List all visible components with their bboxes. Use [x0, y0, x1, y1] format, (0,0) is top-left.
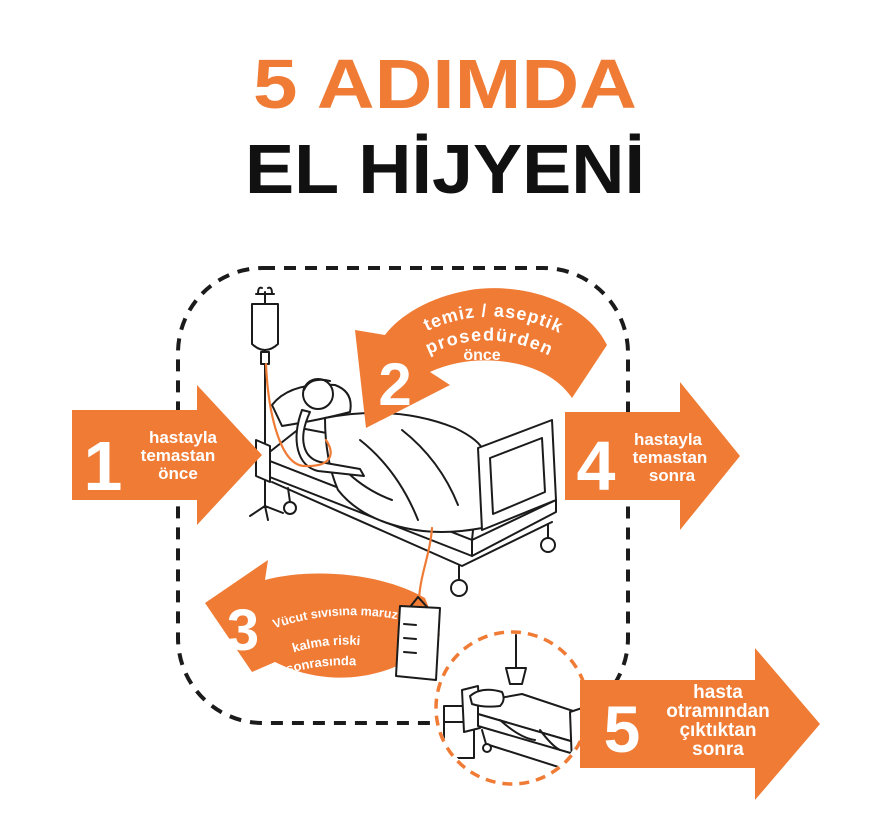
iv-pole-base [249, 505, 284, 521]
step-4-number: 4 [577, 427, 616, 505]
step-1-arrow: 1 hastayla temastan önce [72, 385, 262, 525]
step-4-arrow: 4 hastayla temastan sonra [565, 382, 740, 530]
bed-footboard [477, 419, 557, 531]
bed-headboard [255, 439, 271, 483]
step-5-number: 5 [604, 692, 641, 766]
step-5-line-1: hasta [693, 682, 743, 703]
step-5-line-3: çıktıktan [679, 720, 756, 741]
mini-bed-wheel [561, 768, 573, 780]
patient-arm [295, 409, 365, 477]
mini-bed-sheet-drape [499, 719, 561, 751]
iv-drip-chamber [260, 351, 270, 365]
step-4-arrow-shape [565, 382, 740, 530]
footboard-panel [477, 419, 557, 531]
title-line-1: 5 ADIMDA [253, 45, 637, 123]
iv-hook [255, 286, 275, 295]
step-4-line-2: temastan [633, 448, 708, 467]
bed-under-frame [271, 481, 553, 567]
iv-tube [264, 362, 332, 468]
step-5-line-4: sonra [692, 739, 744, 760]
step-3-number: 3 [227, 598, 259, 663]
patient-icon [264, 362, 485, 533]
lamp-shade [505, 667, 527, 685]
drainage-bag [395, 605, 441, 681]
step-4-line-3: sonra [649, 466, 696, 485]
title-line-2: EL HİJYENİ [245, 130, 645, 208]
urine-bag-icon [395, 526, 441, 681]
footboard-inset [489, 437, 546, 515]
iv-bag [251, 303, 279, 351]
step-2-arrow: 2 temiz / aseptik prosedürden önce [355, 288, 607, 428]
step-2-number: 2 [378, 351, 411, 418]
step-5-arrow: 5 hasta otramından çıktıktan sonra [580, 648, 820, 800]
bed-wheel [283, 501, 297, 515]
step-3-arrow-shape [205, 560, 440, 678]
step-2-arrow-shape [355, 288, 607, 428]
bed-wheel [450, 579, 468, 597]
step-1-arrow-shape [72, 385, 262, 525]
bed-wheel [540, 537, 556, 553]
step-3-arrow: 3 Vücut sıvısına maruz kalma riski sonra… [205, 560, 440, 678]
bag-markings [403, 623, 417, 654]
step-1-line-3: önce [158, 464, 198, 483]
step-4-line-1: hastayla [634, 430, 703, 449]
step-5-arrow-shape [580, 648, 820, 800]
drainage-tube [417, 526, 434, 602]
step-1-line-1: hastayla [149, 428, 218, 447]
step-1-number: 1 [84, 427, 123, 505]
mini-bed-wheel [482, 743, 492, 753]
step-1-line-2: temastan [141, 446, 216, 465]
patient-hair [303, 378, 331, 391]
step-5-line-2: otramından [666, 701, 769, 722]
step-2-line-3: önce [463, 347, 500, 364]
bed-leg [287, 487, 291, 503]
bag-hook [409, 596, 429, 609]
mini-bed-pillow [469, 688, 505, 708]
bed-side-back [471, 499, 557, 557]
